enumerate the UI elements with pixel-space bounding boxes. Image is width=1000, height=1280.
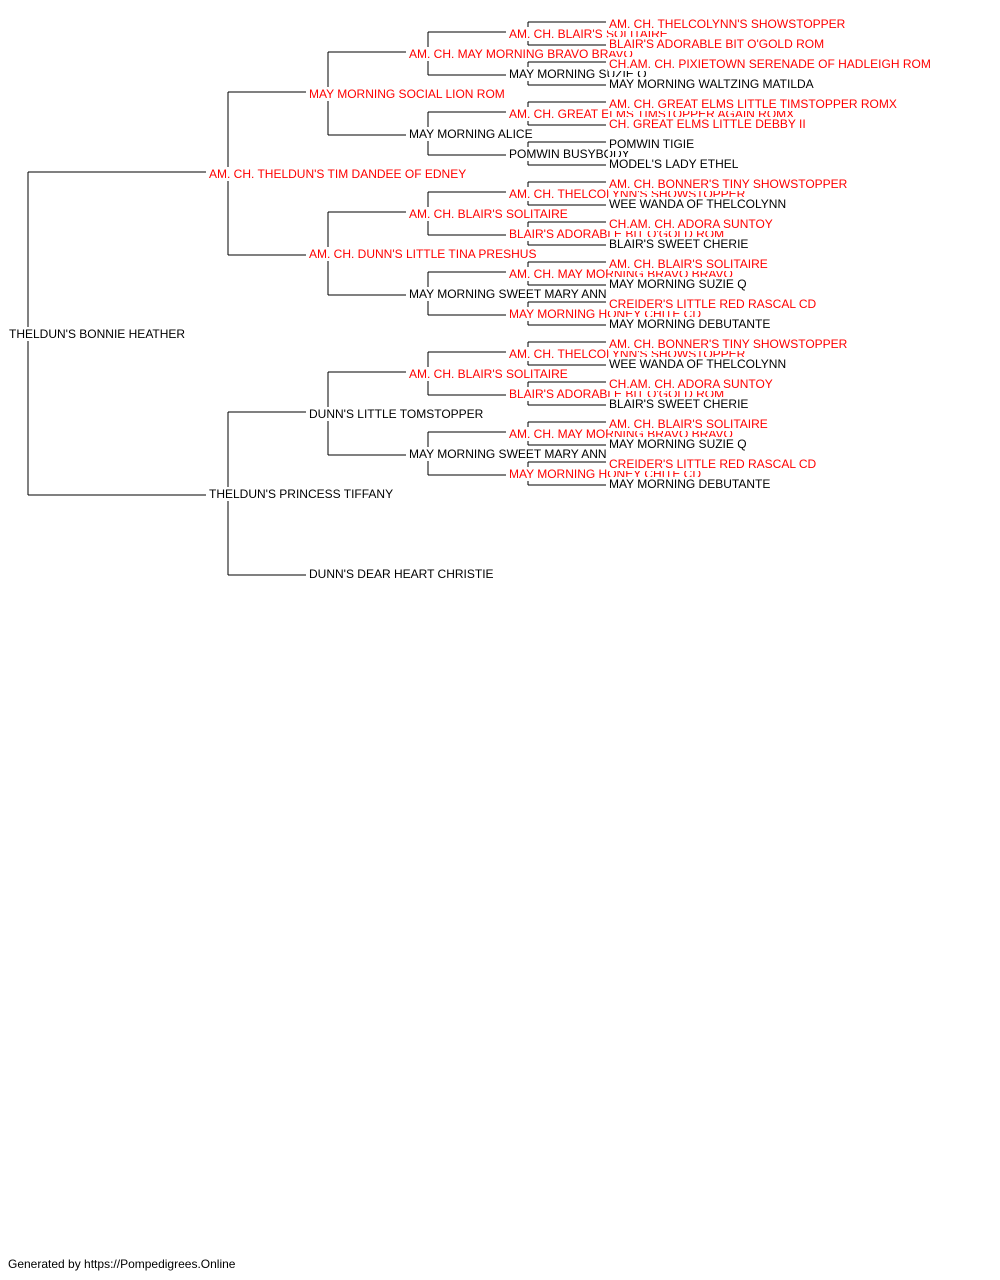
ancestor-19: AM. CH. BONNER'S TINY SHOWSTOPPER <box>608 177 849 191</box>
ancestor-42: AM. CH. BLAIR'S SOLITAIRE <box>608 417 769 431</box>
ancestor-13: POMWIN BUSYBODY <box>508 147 631 161</box>
subject-dog: THELDUN'S BONNIE HEATHER <box>8 327 187 341</box>
ancestor-27: MAY MORNING SUZIE Q <box>608 277 748 291</box>
ancestor-7: CH.AM. CH. PIXIETOWN SERENADE OF HADLEIG… <box>608 57 932 71</box>
ancestor-31: THELDUN'S PRINCESS TIFFANY <box>208 487 395 501</box>
ancestor-15: MODEL'S LADY ETHEL <box>608 157 740 171</box>
ancestor-46: MAY MORNING DEBUTANTE <box>608 477 772 491</box>
ancestor-36: WEE WANDA OF THELCOLYNN <box>608 357 788 371</box>
ancestor-26: AM. CH. BLAIR'S SOLITAIRE <box>608 257 769 271</box>
ancestor-2: AM. CH. MAY MORNING BRAVO BRAVO <box>408 47 634 61</box>
ancestor-32: DUNN'S LITTLE TOMSTOPPER <box>308 407 485 421</box>
ancestor-1: MAY MORNING SOCIAL LION ROM <box>308 87 506 101</box>
ancestor-11: AM. CH. GREAT ELMS LITTLE TIMSTOPPER ROM… <box>608 97 898 111</box>
ancestor-24: MAY MORNING SWEET MARY ANN <box>408 287 608 301</box>
ancestor-35: AM. CH. BONNER'S TINY SHOWSTOPPER <box>608 337 849 351</box>
ancestor-29: CREIDER'S LITTLE RED RASCAL CD <box>608 297 818 311</box>
ancestor-33: AM. CH. BLAIR'S SOLITAIRE <box>408 367 569 381</box>
ancestor-45: CREIDER'S LITTLE RED RASCAL CD <box>608 457 818 471</box>
ancestor-47: DUNN'S DEAR HEART CHRISTIE <box>308 567 495 581</box>
ancestor-22: CH.AM. CH. ADORA SUNTOY <box>608 217 774 231</box>
ancestor-0: AM. CH. THELDUN'S TIM DANDEE OF EDNEY <box>208 167 468 181</box>
ancestor-9: MAY MORNING ALICE <box>408 127 534 141</box>
ancestor-8: MAY MORNING WALTZING MATILDA <box>608 77 815 91</box>
ancestor-5: BLAIR'S ADORABLE BIT O'GOLD ROM <box>608 37 826 51</box>
ancestor-16: AM. CH. DUNN'S LITTLE TINA PRESHUS <box>308 247 538 261</box>
ancestor-4: AM. CH. THELCOLYNN'S SHOWSTOPPER <box>608 17 847 31</box>
ancestor-30: MAY MORNING DEBUTANTE <box>608 317 772 331</box>
footer-credit: Generated by https://Pompedigrees.Online <box>8 1257 236 1271</box>
ancestor-14: POMWIN TIGIE <box>608 137 696 151</box>
ancestor-43: MAY MORNING SUZIE Q <box>608 437 748 451</box>
ancestor-39: BLAIR'S SWEET CHERIE <box>608 397 750 411</box>
ancestor-40: MAY MORNING SWEET MARY ANN <box>408 447 608 461</box>
ancestor-20: WEE WANDA OF THELCOLYNN <box>608 197 788 211</box>
ancestor-17: AM. CH. BLAIR'S SOLITAIRE <box>408 207 569 221</box>
ancestor-12: CH. GREAT ELMS LITTLE DEBBY II <box>608 117 807 131</box>
ancestor-38: CH.AM. CH. ADORA SUNTOY <box>608 377 774 391</box>
ancestor-23: BLAIR'S SWEET CHERIE <box>608 237 750 251</box>
